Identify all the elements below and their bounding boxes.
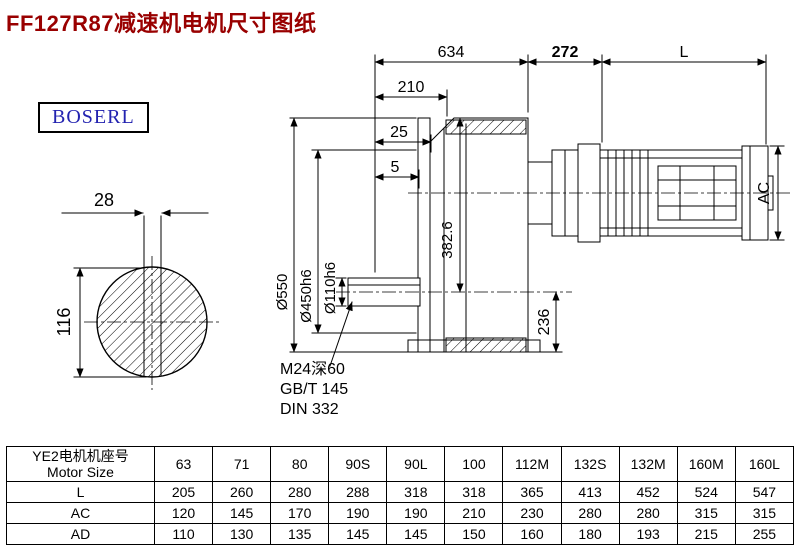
section-hatch-top xyxy=(445,119,527,135)
value-cell: 193 xyxy=(618,523,678,545)
size-cell: 63 xyxy=(153,446,214,482)
size-cell: 160M xyxy=(676,446,736,482)
table-row-AC: AC 120 145 170 190 190 210 230 280 280 3… xyxy=(6,502,795,524)
dim-label-634: 634 xyxy=(438,44,465,61)
dim-label-L: L xyxy=(680,44,689,61)
value-cell: 190 xyxy=(386,502,446,524)
dim-label-382: 382.6 xyxy=(439,221,456,259)
size-cell: 71 xyxy=(212,446,272,482)
note-standard-2: DIN 332 xyxy=(280,401,339,418)
size-cell: 132S xyxy=(560,446,620,482)
value-cell: 145 xyxy=(212,502,272,524)
size-cell: 90L xyxy=(386,446,446,482)
dim-label-450: Ø450h6 xyxy=(298,269,315,322)
table-row-L: L 205 260 280 288 318 318 365 413 452 52… xyxy=(6,481,795,503)
gearbox-housing xyxy=(407,117,541,353)
dim-flange-dia: Ø550 xyxy=(274,117,417,353)
centerlines xyxy=(84,192,792,390)
value-cell: 524 xyxy=(676,481,736,503)
value-cell: 315 xyxy=(676,502,736,524)
value-cell: 288 xyxy=(328,481,388,503)
dim-label-5: 5 xyxy=(391,159,400,176)
value-cell: 547 xyxy=(734,481,795,503)
dim-label-AC: AC xyxy=(756,182,773,204)
value-cell: 365 xyxy=(502,481,562,503)
note-standard-1: GB/T 145 xyxy=(280,381,348,398)
brand-logo: BOSERL xyxy=(38,102,149,133)
value-cell: 413 xyxy=(560,481,620,503)
size-cell: 112M xyxy=(502,446,562,482)
dim-label-110: Ø110h6 xyxy=(322,262,339,314)
size-cell: 100 xyxy=(444,446,504,482)
value-cell: 145 xyxy=(328,523,388,545)
size-cell: 80 xyxy=(270,446,330,482)
value-cell: 130 xyxy=(212,523,272,545)
row-label: L xyxy=(6,481,155,503)
dim-center-height-top: 382.6 xyxy=(439,117,464,293)
dim-label-236: 236 xyxy=(536,309,553,336)
dim-label-116: 116 xyxy=(54,308,74,337)
thread-notes: M24深60 GB/T 145 DIN 332 xyxy=(280,301,353,418)
value-cell: 260 xyxy=(212,481,272,503)
size-cell: 160L xyxy=(734,446,795,482)
page-title: FF127R87减速机电机尺寸图纸 xyxy=(6,11,317,36)
value-cell: 120 xyxy=(153,502,214,524)
value-cell: 230 xyxy=(502,502,562,524)
value-cell: 280 xyxy=(560,502,620,524)
dim-motor-height: AC xyxy=(756,145,785,241)
dim-spigot-dia: Ø450h6 xyxy=(298,149,417,334)
dim-210: 210 xyxy=(374,79,448,117)
value-cell: 190 xyxy=(328,502,388,524)
size-cell: 132M xyxy=(618,446,678,482)
dim-label-25: 25 xyxy=(390,124,408,141)
value-cell: 215 xyxy=(676,523,736,545)
dimension-table: YE2电机机座号 Motor Size 63 71 80 90S 90L 100… xyxy=(6,446,795,545)
header-cn: YE2电机机座号 xyxy=(32,448,129,464)
value-cell: 145 xyxy=(386,523,446,545)
size-cell: 90S xyxy=(328,446,388,482)
dim-label-272: 272 xyxy=(552,44,579,61)
value-cell: 280 xyxy=(618,502,678,524)
dim-shaft-dia: Ø110h6 xyxy=(322,262,347,314)
dim-25: 25 xyxy=(374,124,432,153)
value-cell: 205 xyxy=(153,481,214,503)
value-cell: 280 xyxy=(270,481,330,503)
value-cell: 255 xyxy=(734,523,795,545)
dim-key-width: 28 xyxy=(61,190,209,217)
value-cell: 170 xyxy=(270,502,330,524)
table-header-row: YE2电机机座号 Motor Size 63 71 80 90S 90L 100… xyxy=(6,446,795,482)
value-cell: 315 xyxy=(734,502,795,524)
value-cell: 318 xyxy=(386,481,446,503)
value-cell: 180 xyxy=(560,523,620,545)
dim-shaft-height: 116 xyxy=(54,267,147,378)
row-label: AD xyxy=(6,523,155,545)
row-label: AC xyxy=(6,502,155,524)
technical-drawing: 634 272 L 210 25 5 28 116 Ø550 xyxy=(54,44,792,418)
value-cell: 150 xyxy=(444,523,504,545)
value-cell: 135 xyxy=(270,523,330,545)
value-cell: 110 xyxy=(153,523,214,545)
motor-size-header: YE2电机机座号 Motor Size xyxy=(6,446,155,482)
table-row-AD: AD 110 130 135 145 145 150 160 180 193 2… xyxy=(6,523,795,545)
dim-label-28: 28 xyxy=(94,190,114,210)
dim-top-chain: 634 272 L xyxy=(374,44,767,273)
dim-center-height-bottom: 236 xyxy=(536,291,563,353)
value-cell: 318 xyxy=(444,481,504,503)
value-cell: 160 xyxy=(502,523,562,545)
dim-label-210: 210 xyxy=(398,79,425,96)
header-en: Motor Size xyxy=(47,464,114,480)
value-cell: 452 xyxy=(618,481,678,503)
dim-label-550: Ø550 xyxy=(274,274,291,311)
note-tapped-hole: M24深60 xyxy=(280,360,345,378)
value-cell: 210 xyxy=(444,502,504,524)
dim-5: 5 xyxy=(374,159,420,189)
